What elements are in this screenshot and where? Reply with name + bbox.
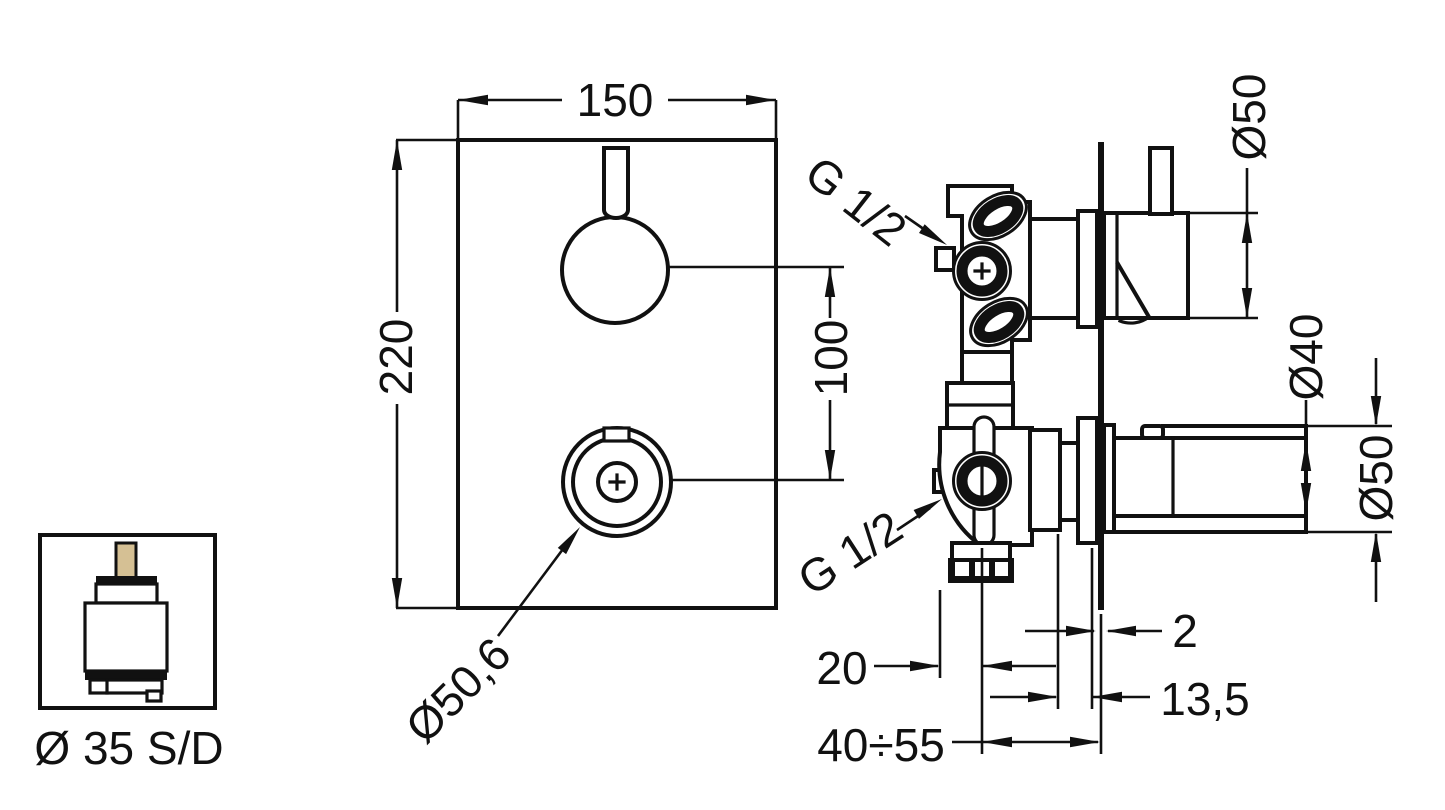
dim-front-width-label: 150 bbox=[577, 74, 654, 126]
side-lower-escutcheon bbox=[1076, 416, 1099, 545]
side-lower-trim bbox=[1102, 423, 1116, 534]
front-lower-knob-notch bbox=[602, 426, 631, 443]
side-upper-inlet-port bbox=[968, 190, 1028, 242]
dim-lower-escutcheon-diameter-label: Ø50 bbox=[1350, 435, 1402, 522]
front-view bbox=[456, 138, 844, 610]
side-lower-inlet-port bbox=[969, 296, 1029, 348]
dim-body-depth-label: 20 bbox=[816, 642, 867, 694]
cartridge-label: Ø 35 S/D bbox=[34, 722, 223, 774]
side-lower-outlet bbox=[1028, 428, 1062, 532]
dim-front-height-label: 220 bbox=[370, 319, 422, 396]
dim-wall-thickness-label: 2 bbox=[1172, 605, 1198, 657]
dim-upper-handle-diameter-label: Ø50 bbox=[1223, 74, 1275, 161]
wall-line bbox=[1098, 142, 1104, 610]
dim-center-distance-label: 100 bbox=[805, 320, 857, 397]
side-upper-knob-lever bbox=[1148, 146, 1174, 216]
dim-lower-handle-diameter-label: Ø40 bbox=[1280, 314, 1332, 401]
side-upper-port-tab bbox=[934, 246, 956, 272]
front-upper-knob-lever bbox=[602, 146, 630, 220]
cartridge-stem bbox=[114, 541, 138, 581]
side-lower-knob-button bbox=[1140, 424, 1165, 440]
side-view bbox=[932, 142, 1308, 610]
front-upper-knob bbox=[560, 215, 670, 325]
dim-installation-depth-label: 40÷55 bbox=[817, 719, 945, 771]
cartridge-inset: Ø 35 S/D bbox=[34, 533, 224, 774]
dim-escutcheon-depth-label: 13,5 bbox=[1160, 673, 1250, 725]
side-upper-escutcheon bbox=[1076, 209, 1099, 329]
